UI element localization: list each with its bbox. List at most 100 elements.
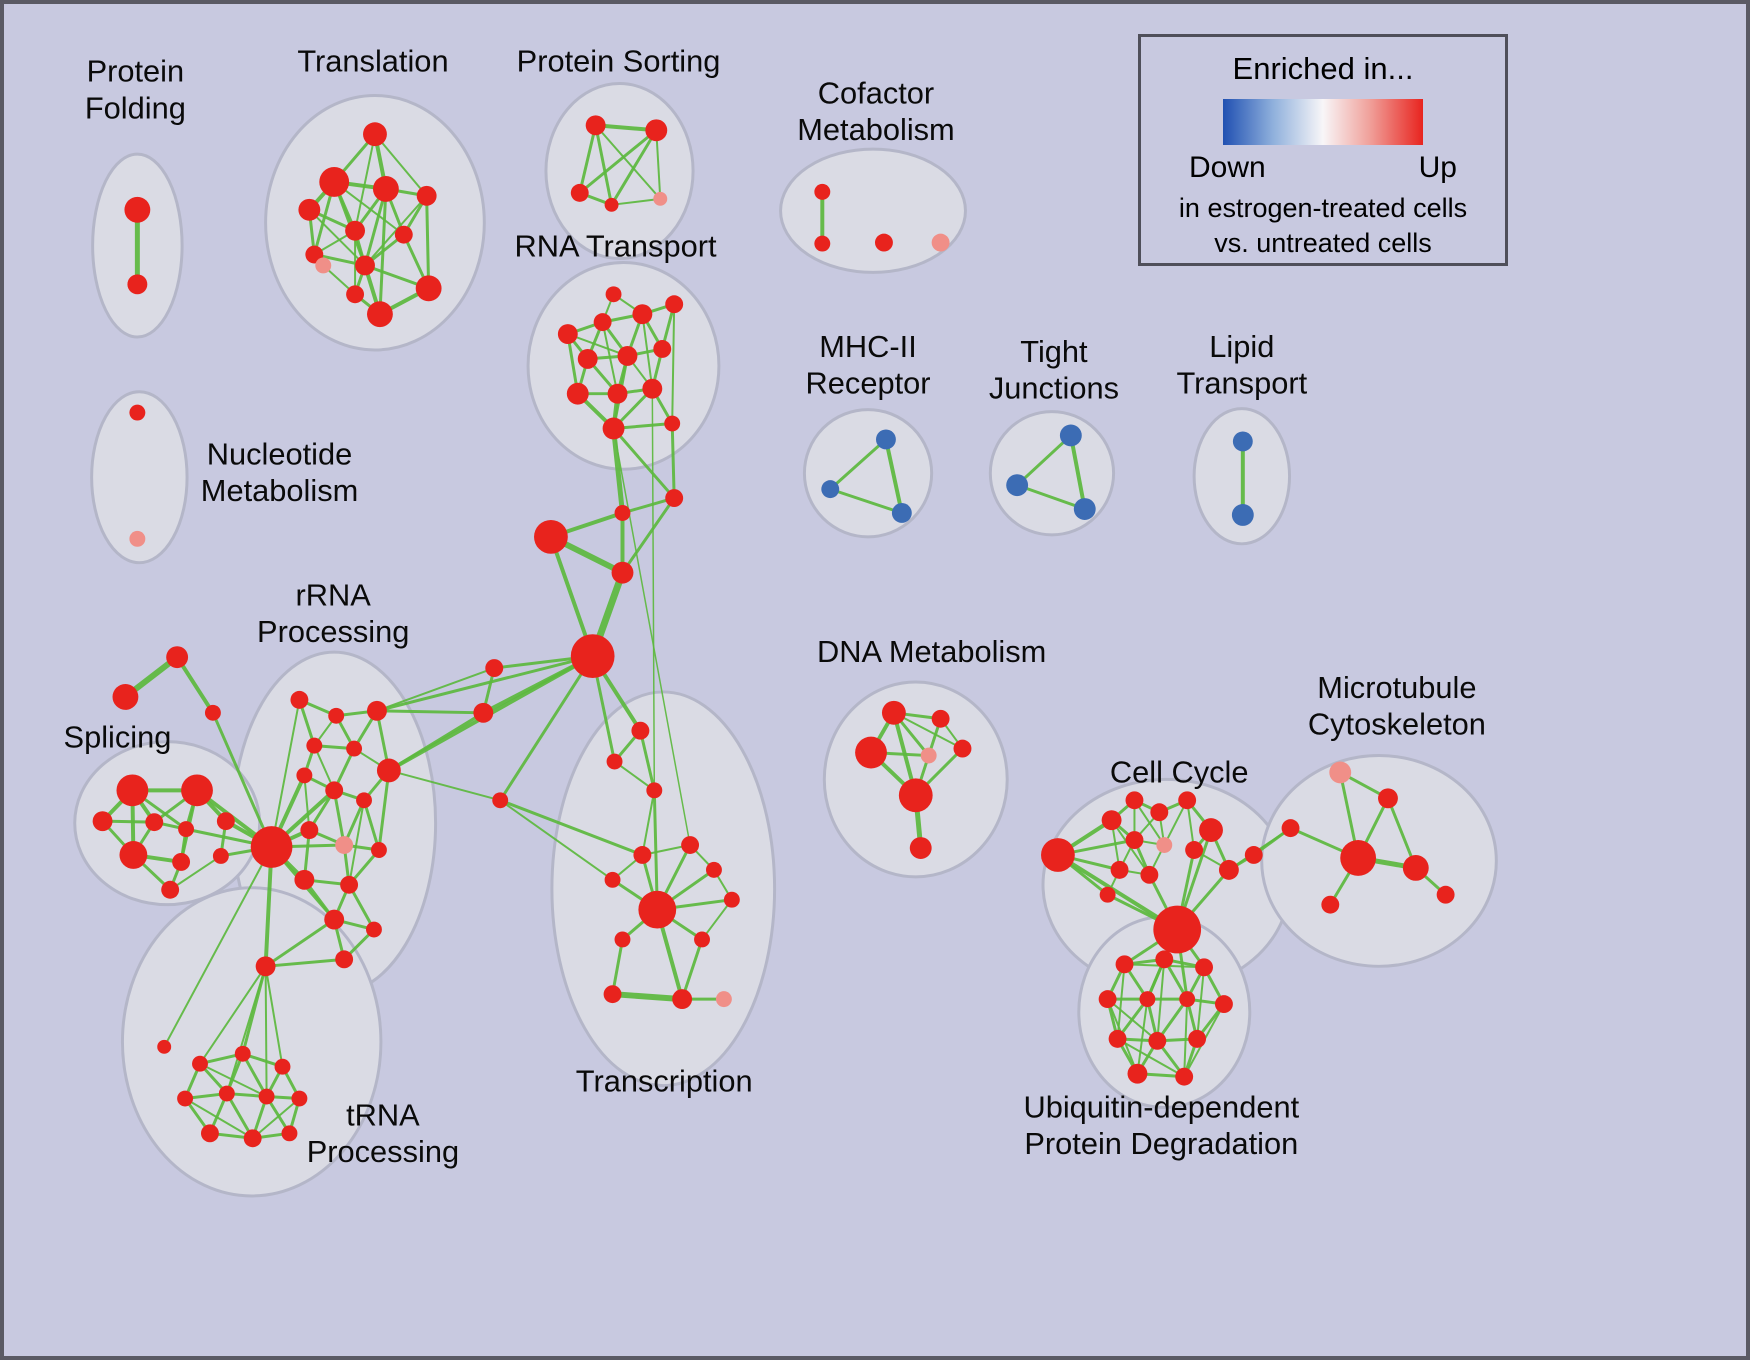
node-rr1 [290,690,309,709]
edge-ps1-ps5 [594,124,662,200]
cluster-ellipse-tight-junctions [988,410,1116,537]
node-pf1 [124,196,151,223]
node-cc11 [1140,865,1159,884]
legend-scale-labels: Down Up [1189,151,1457,185]
node-rr17 [335,950,354,969]
cluster-label-microtubule-cytoskeleton-line1: Microtubule [1317,670,1476,705]
node-rt5 [577,348,598,369]
edge-ps1-ps4 [594,123,614,207]
node-dm2 [931,709,950,728]
cluster-label-ubiquitin-dependent-protein-degradation-line2: Protein Degradation [1024,1126,1298,1161]
node-cc5 [1178,791,1197,810]
node-sp10 [161,880,180,899]
edge-ub5-ub11 [1136,998,1149,1075]
node-tc2 [606,753,623,770]
node-tj1 [1059,424,1082,447]
cluster-label-tight-junctions-line2: Junctions [989,371,1119,406]
node-t3 [298,198,321,221]
node-mc5 [1402,854,1429,881]
cluster-label-protein-folding-line2: Folding [85,90,186,125]
edge-tn1-rr17 [264,957,346,968]
node-ub12 [1175,1067,1194,1086]
node-h2 [614,505,631,521]
node-cc14 [1099,886,1116,903]
edge-tc3-tc5 [641,789,656,856]
node-rt13 [605,286,622,303]
node-tc14 [715,991,732,1008]
edge-rt11-h1 [612,426,676,500]
edge-tri1-tri3 [175,655,215,715]
edge-h7-tc5 [498,798,644,857]
node-mc1 [1329,761,1352,784]
cluster-label-nucleotide-metabolism-line1: Nucleotide [207,436,353,471]
node-cchub [1153,905,1202,954]
edge-rr7-rr10 [303,774,311,832]
node-rt8 [566,382,589,405]
node-cc3 [1125,791,1144,810]
node-sp4 [145,813,164,832]
node-t6 [345,220,366,241]
edge-ub2-ub9 [1156,958,1166,1042]
edge-tn5-tn10 [184,1097,254,1140]
node-tc7 [638,890,677,929]
edge-h7-tc6 [499,799,614,881]
node-rr9 [356,792,372,809]
node-t12 [367,301,393,328]
edge-tn3-tn7 [241,1052,269,1099]
node-rt11 [602,417,625,440]
node-cm4 [931,233,950,252]
edge-ps4-ps5 [610,197,662,206]
node-rt10 [642,378,663,399]
node-h5 [485,659,504,678]
node-rt12 [664,415,681,432]
node-sp6 [216,812,235,831]
node-t11 [315,257,332,274]
node-tj2 [1006,474,1029,497]
node-ps5 [653,191,668,206]
edge-tc11-tc13 [680,937,704,1001]
node-rr8 [325,781,344,800]
edge-rt4-rt12 [671,303,676,425]
edge-ps2-ps3 [578,128,658,195]
node-h4 [611,561,634,584]
node-sp3 [92,811,113,832]
node-rrh [250,826,293,868]
edge-t4-t9 [363,187,388,267]
node-pf2 [127,274,148,295]
cluster-label-rrna-processing-line2: Processing [257,614,409,649]
node-ub6 [1179,991,1196,1008]
cluster-label-transcription-line1: Transcription [576,1064,753,1099]
node-tc3 [646,782,663,799]
node-cc6 [1199,818,1223,843]
node-mc7 [1321,895,1340,914]
node-dm3 [855,736,887,769]
node-rr6 [376,758,401,783]
edge-rt1-rt6 [566,333,629,357]
cluster-ellipse-trna-processing [120,886,383,1198]
edge-h1-h4 [621,496,676,575]
cluster-label-mhc-ii-receptor-line1: MHC-II [819,329,917,364]
legend-subtitle-line1: in estrogen-treated cells [1178,193,1468,223]
node-tri1 [166,646,189,669]
node-cm3 [875,233,893,252]
node-rr7 [296,767,313,784]
node-tn3 [234,1045,251,1062]
edge-tc9-tc11 [701,898,733,941]
node-mc4 [1340,840,1377,876]
edge-rr9-rr14 [348,799,366,886]
node-nm2 [129,530,146,547]
node-rt3 [632,304,653,325]
legend-box: Enriched in... Down Up in estrogen-treat… [1138,34,1508,266]
node-cc8 [1156,837,1173,853]
node-ub9 [1148,1031,1167,1050]
edge-t1-t5 [373,133,428,197]
edge-t3-t9 [308,208,367,267]
node-cc1 [1041,838,1075,872]
node-h1 [665,489,684,508]
node-sp1 [116,774,149,807]
node-rr13 [294,869,315,890]
node-nm1 [129,404,146,421]
node-tn8 [291,1090,308,1107]
